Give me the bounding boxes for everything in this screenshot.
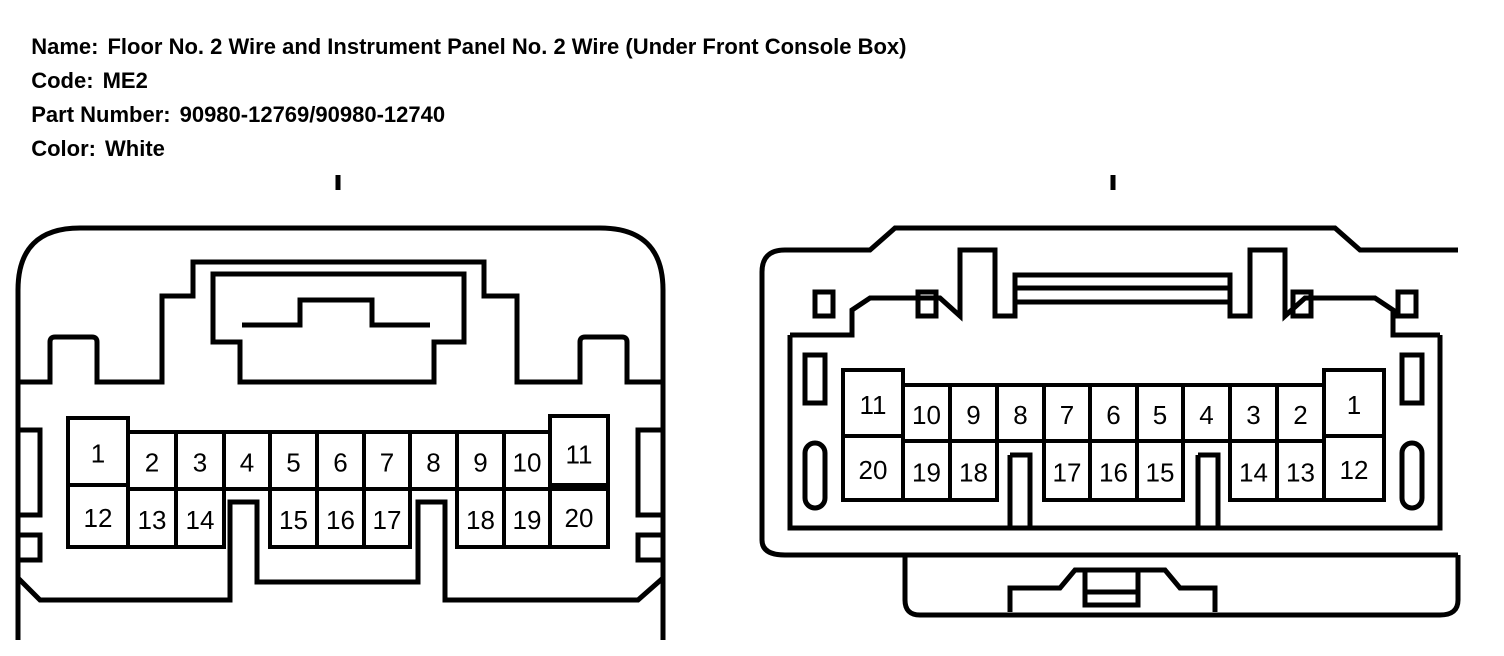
part-number-line: Part Number: 90980-12769/90980-12740 [19,76,445,128]
right-pin-label-3: 3 [1246,400,1260,430]
left-pin-label-1: 1 [91,439,105,469]
left-cavity-11 [548,414,610,491]
left-pin-label-3: 3 [193,448,207,478]
left-pin-label-7: 7 [380,448,394,478]
name-label: Name: [31,34,99,59]
right-bottom-lock [902,555,1461,618]
right-pin-label-19: 19 [912,458,941,488]
right-outer-housing [759,225,1458,558]
right-cavity-15 [1135,439,1185,502]
left-pin-label-16: 16 [326,505,355,535]
color-value: White [105,136,165,161]
code-label: Code: [31,68,94,93]
left-pin-label-12: 12 [84,503,113,533]
left-outer-housing [15,225,666,640]
left-key-posts [227,499,448,520]
left-pin-label-19: 19 [513,505,542,535]
left-pin-label-6: 6 [333,448,347,478]
right-pin-label-11: 11 [860,390,887,420]
right-cavity-12 [1322,434,1386,502]
right-pin-label-17: 17 [1053,458,1082,488]
right-pin-label-12: 12 [1340,455,1369,485]
left-pin-label-13: 13 [138,505,167,535]
left-lock-inner [210,271,467,385]
right-pin-label-6: 6 [1106,400,1120,430]
right-side-slot-left [802,352,828,406]
left-base-outline [16,520,665,603]
left-side-slot-right [635,427,666,518]
right-pin-label-5: 5 [1153,400,1167,430]
right-cavity-18 [948,439,999,502]
right-top-ribs [790,247,1440,338]
right-pin-label-1: 1 [1347,390,1361,420]
left-pin-label-11: 11 [566,440,593,470]
right-pin-label-13: 13 [1286,458,1315,488]
right-pin-label-9: 9 [966,400,980,430]
right-pin-label-18: 18 [959,458,988,488]
left-pin-label-2: 2 [145,448,159,478]
left-pin-label-15: 15 [279,505,308,535]
left-pin-label-17: 17 [373,505,402,535]
right-pin-label-14: 14 [1239,458,1268,488]
right-pin-label-4: 4 [1199,400,1213,430]
connector-code-line: Code: ME2 [19,42,148,94]
left-cavity-20 [548,483,610,549]
part-number-value: 90980-12769/90980-12740 [179,102,446,127]
left-pin-label-14: 14 [186,505,215,535]
connector-color-line: Color: White [19,110,165,162]
left-side-slot-left [15,427,43,518]
left-pin-label-4: 4 [240,448,254,478]
right-side-slot-right [1399,352,1425,406]
right-top-window-2 [915,289,939,319]
left-pin-label-9: 9 [473,448,487,478]
left-inner-outline [18,259,663,385]
left-pin-label-18: 18 [466,505,495,535]
right-pin-label-16: 16 [1099,458,1128,488]
left-pin-label-5: 5 [286,448,300,478]
color-label: Color: [31,136,96,161]
right-inner-frame [787,335,1443,531]
right-pin-label-10: 10 [912,400,941,430]
right-top-window-4 [1395,289,1419,319]
right-oval-slot-left [802,440,828,511]
left-pin-label-10: 10 [513,448,542,478]
name-value: Floor No. 2 Wire and Instrument Panel No… [107,34,907,59]
right-top-window-1 [812,289,836,319]
code-value: ME2 [102,68,148,93]
right-pin-label-7: 7 [1060,400,1074,430]
right-pin-label-20: 20 [859,455,888,485]
right-top-window-3 [1290,289,1314,319]
right-key-channels [1007,452,1221,528]
part-number-label: Part Number: [31,102,171,127]
left-pin-label-8: 8 [426,448,440,478]
left-cavity-14 [174,487,226,549]
right-pin-label-8: 8 [1013,400,1027,430]
right-oval-slot-right [1399,440,1425,511]
left-cavity-17 [362,487,412,549]
left-pin-label-20: 20 [565,503,594,533]
connector-name-line: Name: Floor No. 2 Wire and Instrument Pan… [19,8,907,60]
right-pin-label-15: 15 [1146,458,1175,488]
right-pin-label-2: 2 [1293,400,1307,430]
